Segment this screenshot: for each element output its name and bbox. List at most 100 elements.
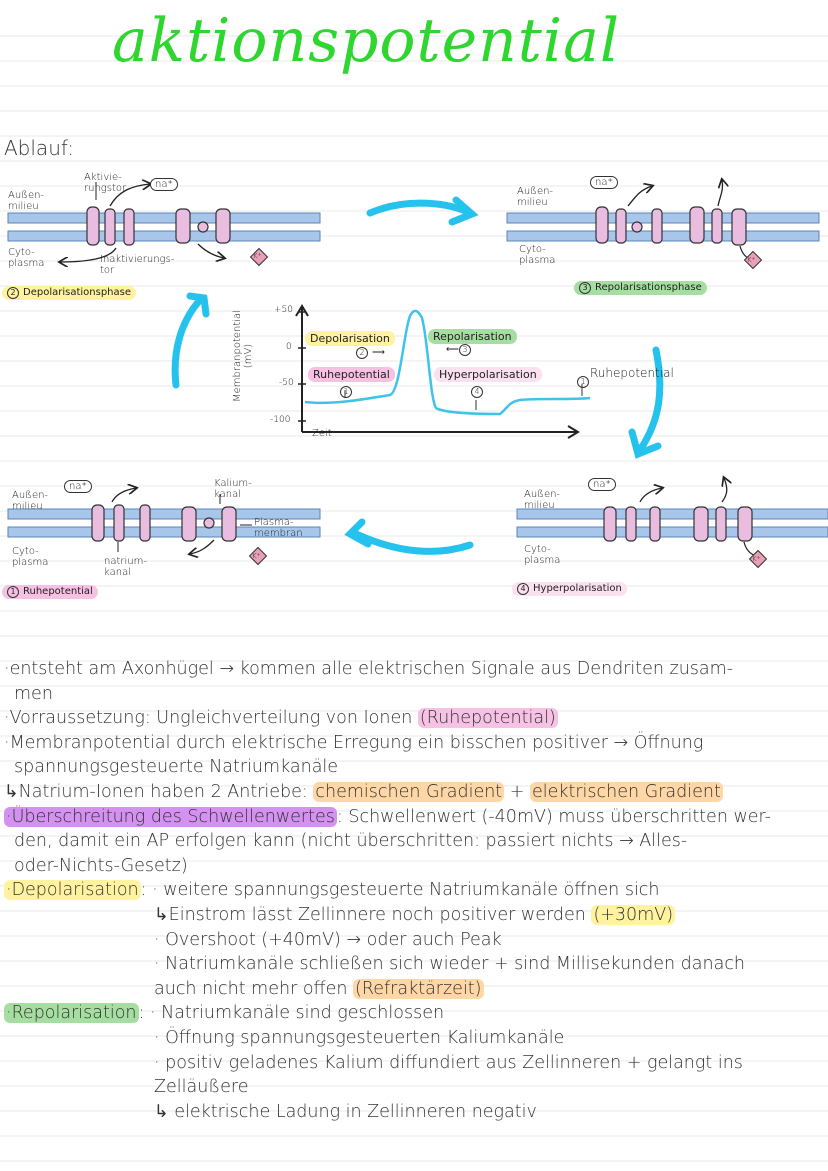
membrane-upper-band — [506, 212, 820, 224]
note-line: Zelläußere — [154, 1077, 249, 1098]
graph-marker-4-number: 4 — [471, 386, 483, 398]
note-line: spannungsgesteuerte Natriumkanäle — [14, 757, 339, 778]
p3-aussen-label: Außen- milieu — [517, 186, 554, 208]
p1-potassium-ion: K⁺ — [252, 552, 261, 560]
graph-x-label: Zeit — [312, 428, 332, 439]
p2-cyto-label: Cyto- plasma — [8, 247, 45, 269]
p4-aussen-label: Außen- milieu — [524, 489, 561, 511]
membrane-lower-band — [7, 526, 321, 538]
note-line: men — [14, 683, 53, 704]
note-line: ·Überschreitung des Schwellenwertes: Sch… — [4, 805, 826, 830]
graph-tick-minus100: -100 — [270, 415, 291, 425]
note-text: : · Natriumkanäle sind geschlossen — [138, 1003, 445, 1024]
note-highlight: ·Depolarisation — [4, 880, 141, 901]
action-potential-diagram — [7, 0, 828, 569]
graph-tick-plus50: +50 — [274, 305, 293, 315]
graph-marker-1b-number: 1 — [577, 376, 589, 388]
note-highlight: elektrischen Gradient — [529, 781, 723, 802]
p3-caption-text: Repolarisationsphase — [595, 282, 702, 293]
note-line: den, damit ein AP erfolgen kann (nicht ü… — [14, 831, 688, 852]
graph-marker-2-number: 2 — [356, 347, 368, 359]
panel-ruhepotential — [7, 488, 321, 566]
p1-sodium-ion: na⁺ — [64, 480, 92, 493]
p2-potassium-ion: K⁺ — [253, 252, 262, 260]
note-line: ↳Einstrom lässt Zellinnere noch positive… — [4, 903, 826, 928]
note-line: · Overshoot (+40mV) → oder auch Peak — [154, 929, 502, 950]
graph-marker-4: 4 — [471, 386, 487, 398]
p3-caption: 3 Repolarisationsphase — [574, 281, 707, 295]
note-line: ·Membranpotential durch elektrische Erre… — [4, 732, 704, 753]
p3-sodium-ion: na⁺ — [590, 176, 618, 189]
note-text: auch nicht mehr offen — [154, 978, 354, 999]
potassium-channel — [693, 506, 753, 542]
membrane-potential-graph — [295, 304, 591, 439]
graph-marker-1a: 1 — [340, 386, 356, 398]
note-highlight: ·Überschreitung des Schwellenwertes — [4, 806, 337, 827]
p4-caption-text: Hyperpolarisation — [533, 583, 622, 594]
membrane-lower-band — [516, 526, 828, 538]
potassium-channel — [181, 506, 237, 542]
note-text: ↳Einstrom lässt Zellinnere noch positive… — [154, 904, 592, 925]
graph-label-depolarisation: Depolarisation — [305, 331, 395, 346]
p1-caption-number: 1 — [7, 586, 19, 598]
note-line: ↳Natrium-Ionen haben 2 Antriebe: chemisc… — [4, 780, 826, 805]
note-line: auch nicht mehr offen (Refraktärzeit) — [4, 977, 826, 1002]
p2-caption-text: Depolarisationsphase — [23, 287, 131, 298]
sodium-channel — [595, 206, 663, 244]
graph-tick-minus50: -50 — [279, 378, 294, 388]
note-line: · Öffnung spannungsgesteuerten Kaliumkan… — [154, 1027, 565, 1048]
note-text: : · weitere spannungsgesteuerte Natriumk… — [140, 880, 660, 901]
note-text: ·Vorraussetzung: Ungleichverteilung von … — [4, 708, 418, 729]
p3-caption-number: 3 — [579, 282, 591, 294]
panel-depolarisation — [7, 182, 321, 265]
potassium-channel — [689, 206, 747, 246]
note-line: ·Depolarisation: · weitere spannungsgest… — [4, 878, 826, 903]
note-line: ↳ elektrische Ladung in Zellinneren nega… — [154, 1101, 537, 1122]
p3-potassium-ion: K⁺ — [747, 256, 756, 264]
notes-section: ·entsteht am Axonhügel → kommen alle ele… — [4, 657, 826, 1124]
sodium-channel — [603, 506, 661, 542]
graph-marker-3-number: 3 — [458, 344, 471, 356]
graph-y-label: Membranpotential (mV) — [232, 310, 254, 402]
p4-potassium-ion: K⁺ — [752, 555, 761, 563]
note-line: ·Repolarisation: · Natriumkanäle sind ge… — [4, 1001, 826, 1026]
p1-caption-text: Ruhepotential — [23, 586, 93, 597]
p2-caption: 2 Depolarisationsphase — [2, 286, 136, 300]
p2-inactivation-gate-label: Inaktivierungs- tor — [100, 254, 175, 276]
graph-tick-0: 0 — [286, 342, 292, 352]
p2-caption-number: 2 — [7, 287, 19, 299]
p4-caption-number: 4 — [517, 583, 529, 595]
p1-membrane-label: Plasma- membran — [254, 517, 303, 539]
membrane-lower-band — [506, 230, 820, 242]
note-text: : Schwellenwert (-40mV) muss überschritt… — [336, 806, 771, 827]
page-title: aktionspotential — [112, 6, 621, 76]
note-text: + — [504, 781, 530, 802]
graph-label-hyperpolarisation: Hyperpolarisation — [434, 367, 542, 382]
note-highlight: (Ruhepotential) — [417, 708, 558, 729]
note-text: ↳Natrium-Ionen haben 2 Antriebe: — [4, 781, 314, 802]
graph-marker-2: 2⟶ — [356, 347, 385, 359]
panel-hyperpolarisation — [516, 478, 828, 569]
note-highlight: ·Repolarisation — [4, 1003, 139, 1024]
membrane-upper-band — [7, 212, 321, 224]
graph-label-ruhepotential-1: Ruhepotential — [308, 367, 395, 382]
sodium-channel — [86, 206, 135, 246]
graph-marker-1a-number: 1 — [340, 386, 352, 398]
membrane-lower-band — [7, 230, 321, 242]
p4-cyto-label: Cyto- plasma — [524, 544, 561, 566]
cycle-arrows — [171, 196, 664, 555]
graph-marker-1b: 1 — [577, 376, 593, 388]
note-line: ·Vorraussetzung: Ungleichverteilung von … — [4, 706, 826, 731]
p4-sodium-ion: na⁺ — [588, 478, 616, 491]
note-highlight: chemischen Gradient — [313, 781, 505, 802]
p1-cyto-label: Cyto- plasma — [12, 546, 49, 568]
p4-caption: 4 Hyperpolarisation — [512, 582, 627, 596]
p1-caption: 1 Ruhepotential — [2, 585, 98, 599]
potential-curve — [304, 309, 591, 416]
p2-sodium-ion: na⁺ — [150, 178, 178, 191]
membrane-upper-band — [7, 508, 321, 520]
p2-aussen-label: Außen- milieu — [8, 190, 45, 212]
note-line: · Natriumkanäle schließen sich wieder + … — [154, 954, 746, 975]
note-highlight: (Refraktärzeit) — [353, 978, 484, 999]
note-line: ·entsteht am Axonhügel → kommen alle ele… — [4, 659, 734, 679]
